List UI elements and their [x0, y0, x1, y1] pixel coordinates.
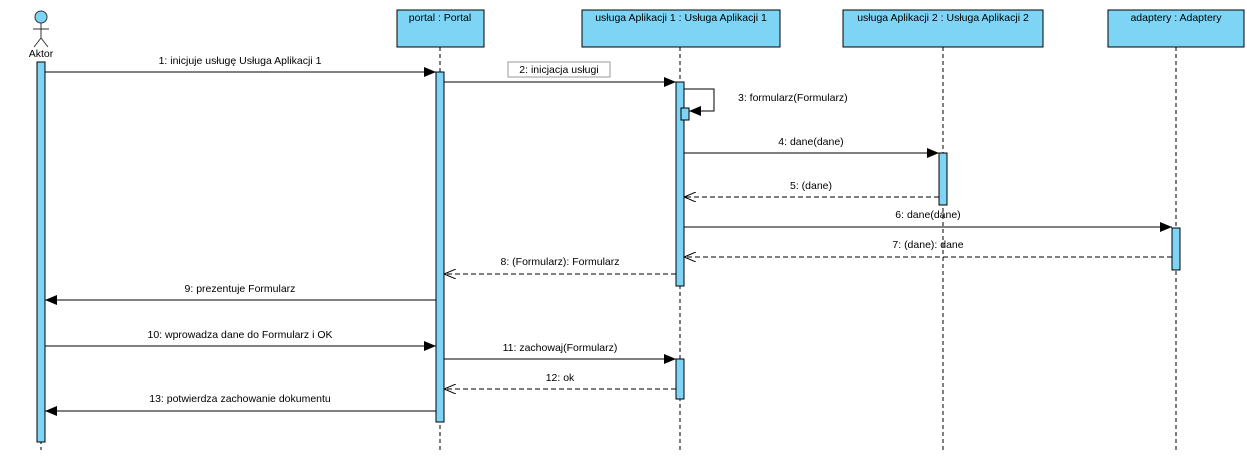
message-13-label: 13: potwierdza zachowanie dokumentu [149, 393, 331, 405]
message-lines [45, 67, 1172, 416]
message-12-label: 12: ok [546, 372, 575, 384]
message-7-label: 7: (dane): dane [892, 239, 963, 251]
lifeline-adaptery: adaptery : Adaptery [1107, 9, 1245, 48]
message-10-label: 10: wprowadza dane do Formularz i OK [147, 329, 332, 341]
message-5-label: 5: (dane) [790, 180, 832, 192]
lifeline-usluga-2-label: usługa Aplikacji 2 : Usługa Aplikacji 2 [857, 12, 1029, 24]
usluga-1-activation-1 [675, 81, 685, 287]
message-2-label: 2: inicjacja usługi [519, 64, 598, 76]
lifeline-portal: portal : Portal [396, 9, 485, 48]
usluga-1-activation-2 [675, 358, 685, 400]
message-3-label: 3: formularz(Formularz) [738, 92, 848, 104]
lifeline-usluga-aplikacji-2: usługa Aplikacji 2 : Usługa Aplikacji 2 [842, 9, 1044, 48]
lifeline-usluga-1-box [581, 9, 781, 48]
message-6-label: 6: dane(dane) [895, 209, 960, 221]
message-labels: 1: inicjuje usługę Usługa Aplikacji 1 2:… [147, 55, 963, 405]
portal-activation [435, 71, 445, 423]
message-9-label: 9: prezentuje Formularz [185, 283, 296, 295]
adaptery-activation [1171, 227, 1181, 271]
actor: Aktor [29, 10, 54, 60]
message-11-label: 11: zachowaj(Formularz) [503, 342, 618, 354]
lifeline-usluga-1-label: usługa Aplikacji 1 : Usługa Aplikacji 1 [595, 12, 767, 24]
usluga-1-nested-activation [680, 107, 690, 121]
lifeline-adaptery-label: adaptery : Adaptery [1130, 12, 1222, 24]
lifeline-usluga-2-box [842, 9, 1044, 48]
activation-bars [36, 61, 1181, 443]
message-1-label: 1: inicjuje usługę Usługa Aplikacji 1 [159, 55, 322, 67]
message-2-label-box [507, 61, 611, 78]
usluga-2-activation [938, 152, 948, 206]
lifeline-portal-box [396, 9, 485, 48]
message-3-self-arrow [684, 88, 715, 116]
lifeline-adaptery-box [1107, 9, 1245, 48]
actor-label: Aktor [29, 48, 54, 60]
lifeline-portal-label: portal : Portal [409, 12, 471, 24]
actor-stick-figure-icon [33, 10, 49, 48]
message-8-label: 8: (Formularz): Formularz [500, 256, 619, 268]
lifeline-usluga-aplikacji-1: usługa Aplikacji 1 : Usługa Aplikacji 1 [581, 9, 781, 48]
message-4-label: 4: dane(dane) [778, 136, 843, 148]
actor-activation [36, 61, 46, 443]
lifeline-dashes [40, 47, 1177, 450]
